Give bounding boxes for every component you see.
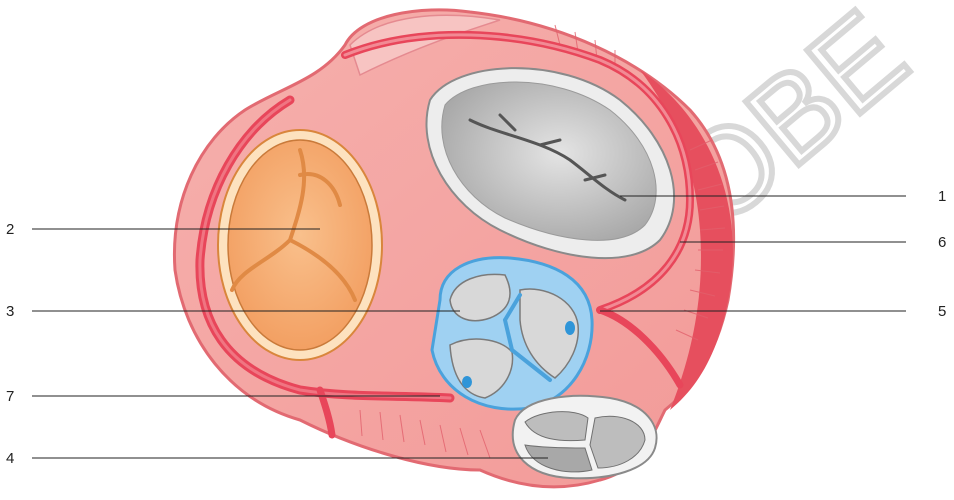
pulmonary-valve xyxy=(513,396,657,478)
aortic-valve xyxy=(432,258,592,410)
label-2: 2 xyxy=(6,221,14,238)
tricuspid-valve xyxy=(218,130,382,360)
label-4: 4 xyxy=(6,450,14,467)
label-5: 5 xyxy=(938,303,946,320)
label-3: 3 xyxy=(6,303,14,320)
label-1: 1 xyxy=(938,188,946,205)
label-7: 7 xyxy=(6,388,14,405)
label-6: 6 xyxy=(938,234,946,251)
